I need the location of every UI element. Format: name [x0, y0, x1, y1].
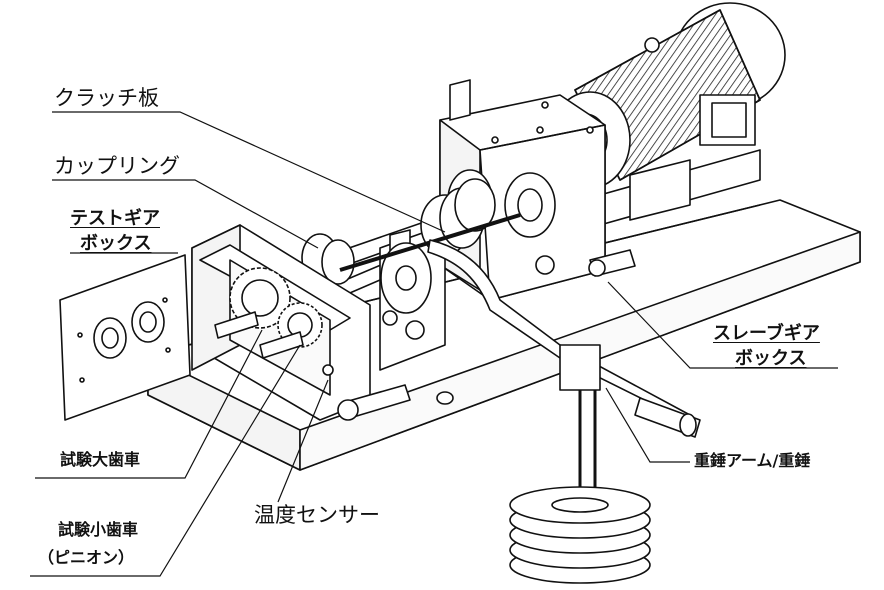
- label-temperature-sensor: 温度センサー: [254, 503, 380, 527]
- label-test-gearbox-line1: テストギア: [70, 208, 160, 229]
- leader-weight-arm: [605, 387, 690, 463]
- label-slave-gearbox-line2: ボックス: [735, 348, 807, 369]
- test-gearbox: [59, 224, 371, 421]
- weight-stack: [509, 486, 651, 584]
- handle-shafts: [337, 249, 636, 421]
- leader-lines: [30, 111, 838, 577]
- label-test-gear-large: 試験大歯車: [60, 450, 141, 469]
- label-coupling: カップリング: [54, 154, 180, 178]
- leader-test-gear-small: [30, 344, 301, 577]
- weight-arm: [427, 239, 701, 510]
- label-clutch-plate: クラッチ板: [54, 86, 159, 110]
- label-weight-arm: 重錘アーム/重錘: [694, 451, 811, 470]
- label-slave-gearbox-line1: スレーブギア: [713, 323, 820, 344]
- leader-temp-sensor: [277, 379, 329, 503]
- label-test-gear-small-line2: （ピニオン）: [38, 548, 135, 567]
- leader-slave-gearbox: [607, 281, 838, 369]
- leader-test-gear-large: [35, 329, 263, 479]
- label-test-gearbox-line2: ボックス: [80, 233, 152, 254]
- label-test-gear-small-line1: 試験小歯車: [58, 520, 139, 539]
- leader-coupling: [52, 179, 319, 249]
- leader-clutch: [52, 111, 446, 233]
